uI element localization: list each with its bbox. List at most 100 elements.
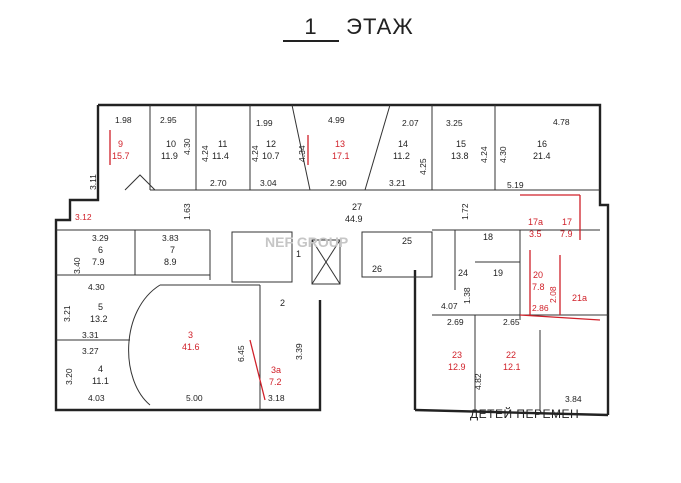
room-3[interactable]: 3 41.6 (182, 330, 200, 352)
room-number: 10 (166, 139, 176, 149)
room-number: 9 (118, 139, 123, 149)
dimension-label: 6.45 (236, 345, 246, 362)
room-area: 7.9 (92, 257, 105, 267)
street-label: ДЕТЕЙ ПЕРЕМЕН (470, 406, 579, 421)
room-area: 12.9 (448, 362, 466, 372)
room-26-label: 26 (372, 264, 382, 274)
dimension-label: 4.25 (418, 158, 428, 175)
dimension-label: 4.24 (479, 146, 489, 163)
room-area: 10.7 (262, 151, 280, 161)
room-area: 15.7 (112, 151, 130, 161)
dimension-label: 5.19 (507, 180, 524, 190)
room-area: 11.4 (212, 151, 229, 161)
dimension-label: 3.20 (64, 368, 74, 385)
room-area: 7.2 (269, 377, 282, 387)
room-10[interactable]: 10 11.9 (161, 139, 178, 161)
dimension-label: 1.98 (115, 115, 132, 125)
dimension-label: 3.31 (82, 330, 99, 340)
dimension-label: 3.21 (62, 305, 72, 322)
room-14[interactable]: 14 11.2 (393, 139, 410, 161)
room-6[interactable]: 6 7.9 (92, 245, 105, 267)
room-number: 27 (352, 202, 362, 212)
dimension-label: 3.39 (294, 343, 304, 360)
room-5[interactable]: 5 13.2 (90, 302, 108, 324)
room-1-label: 1 (296, 249, 301, 259)
middle-partitions (56, 229, 608, 410)
room-7[interactable]: 7 8.9 (164, 245, 177, 267)
dimension-label: 2.07 (402, 118, 419, 128)
dimension-label: 1.63 (182, 203, 192, 220)
room-number: 3a (271, 365, 281, 375)
dimension-label: 4.78 (553, 117, 570, 127)
room-22[interactable]: 22 12.1 (503, 350, 521, 372)
room-number: 3 (188, 330, 193, 340)
room-number: 11 (218, 139, 227, 149)
dimension-label: 1.38 (462, 287, 472, 304)
room-12[interactable]: 12 10.7 (262, 139, 280, 161)
dimension-label: 4.07 (441, 301, 458, 311)
room-15[interactable]: 15 13.8 (451, 139, 469, 161)
room-20[interactable]: 20 7.8 (532, 270, 545, 292)
room-area: 11.9 (161, 151, 178, 161)
room-13[interactable]: 13 17.1 (332, 139, 350, 161)
room-number: 17a (528, 217, 543, 227)
room-16[interactable]: 16 21.4 (533, 139, 551, 161)
dimension-label: 3.40 (72, 257, 82, 274)
dimension-label: 2.86 (532, 303, 549, 313)
dimension-label: 3.18 (268, 393, 285, 403)
room-number: 12 (266, 139, 276, 149)
dimension-label: 4.99 (328, 115, 345, 125)
room-number: 22 (506, 350, 516, 360)
room-17a[interactable]: 17a 3.5 (528, 217, 543, 239)
watermark-text: NEF GROUP (265, 234, 348, 250)
room-25-label: 25 (402, 236, 412, 246)
room-2-label: 2 (280, 298, 285, 308)
room-number: 6 (98, 245, 103, 255)
room-area: 12.1 (503, 362, 521, 372)
dimension-label: 3.11 (88, 174, 98, 190)
room-19-label: 19 (493, 268, 503, 278)
dimension-label: 3.25 (446, 118, 463, 128)
room-area: 11.1 (92, 376, 109, 386)
room-27-corridor[interactable]: 27 44.9 (345, 202, 363, 224)
room-11[interactable]: 11 11.4 (212, 139, 229, 161)
room-number: 13 (335, 139, 345, 149)
dimension-label: 3.84 (565, 394, 582, 404)
dimension-label: 3.21 (389, 178, 406, 188)
dimension-label: 1.72 (460, 203, 470, 220)
room-area: 41.6 (182, 342, 200, 352)
room-area: 21.4 (533, 151, 551, 161)
room-area: 3.5 (529, 229, 542, 239)
dimension-label: 4.24 (200, 145, 210, 162)
top-rooms-partitions (124, 104, 600, 191)
room-9[interactable]: 9 15.7 (112, 139, 130, 161)
room-area: 44.9 (345, 214, 363, 224)
dimensions: 1.98 2.95 1.99 4.99 2.07 3.25 4.78 4.30 … (62, 115, 582, 404)
dimension-label: 4.30 (182, 138, 192, 155)
room-24-label: 24 (458, 268, 468, 278)
room-number: 5 (98, 302, 103, 312)
room-17[interactable]: 17 7.9 (560, 217, 573, 239)
room-number: 4 (98, 364, 103, 374)
dimension-label: 4.34 (297, 145, 307, 162)
room-18-label: 18 (483, 232, 493, 242)
room-area: 11.2 (393, 151, 410, 161)
red-boundaries (109, 130, 601, 401)
room-4[interactable]: 4 11.1 (92, 364, 109, 386)
dimension-label: 3.27 (82, 346, 99, 356)
room-number: 15 (456, 139, 466, 149)
room-area: 7.9 (560, 229, 573, 239)
room-3a[interactable]: 3a 7.2 (269, 365, 282, 387)
room-number: 17 (562, 217, 572, 227)
room-number: 20 (533, 270, 543, 280)
dimension-label: 2.69 (447, 317, 464, 327)
room-number: 16 (537, 139, 547, 149)
dimension-label: 4.24 (250, 145, 260, 162)
room-23[interactable]: 23 12.9 (448, 350, 466, 372)
floor-title: 1 ЭТАЖ (283, 14, 414, 42)
dimension-label: 4.82 (473, 373, 483, 390)
room-area: 8.9 (164, 257, 177, 267)
dimension-label: 4.30 (88, 282, 105, 292)
dimension-label: 2.95 (160, 115, 177, 125)
